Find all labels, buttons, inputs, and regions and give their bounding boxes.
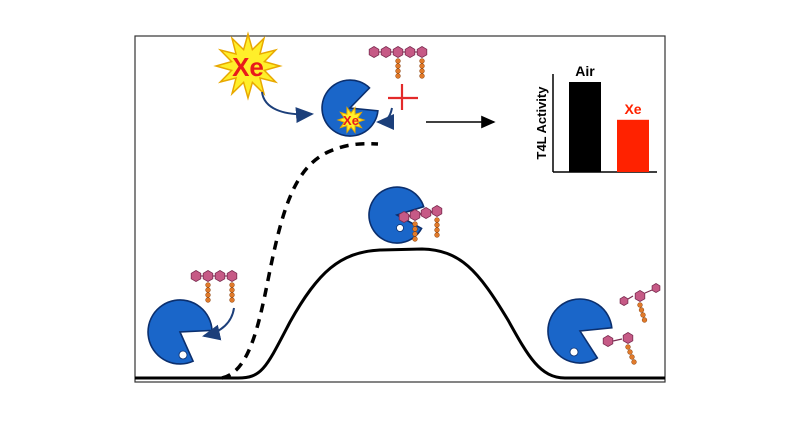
peptide-bead-icon <box>412 231 418 237</box>
sugar-hexagon-icon <box>634 290 646 302</box>
peptide-bead-icon <box>412 236 418 242</box>
energy-barrier-curve <box>237 247 665 380</box>
peptide-bead-icon <box>434 232 440 238</box>
transition-state-enzyme <box>368 186 425 244</box>
peptide-bead-icon <box>412 226 418 232</box>
sugar-hexagon-icon <box>404 46 416 58</box>
peptide-bead-icon <box>419 68 425 74</box>
peptide-bead-icon <box>229 287 235 293</box>
blocked-substrate-arrow <box>376 107 395 130</box>
peptide-bead-icon <box>229 282 235 288</box>
xe-bound-burst-icon <box>336 106 366 134</box>
peptide-bead-icon <box>205 282 211 288</box>
free-substrate <box>190 270 238 303</box>
peptide-bead-icon <box>395 63 401 69</box>
reactant-enzyme <box>147 299 213 365</box>
peptide-bead-icon <box>395 73 401 79</box>
chart-bar-xe <box>617 119 649 172</box>
enzyme-pacman-icon <box>321 79 379 137</box>
substrate-binding-arrow <box>202 307 235 341</box>
peptide-bead-icon <box>229 292 235 298</box>
peptide-bead-icon <box>229 297 235 303</box>
peptide-bead-icon <box>419 73 425 79</box>
peptide-bead-icon <box>434 217 440 223</box>
sugar-hexagon-icon <box>190 270 202 282</box>
enzyme-eye <box>178 350 188 360</box>
chart-bar-label-xe: Xe <box>624 101 641 117</box>
enzyme-pacman-icon <box>368 186 425 244</box>
sugar-hexagon-icon <box>380 46 392 58</box>
peptide-bead-icon <box>637 302 643 308</box>
peptide-bead-icon <box>629 354 635 360</box>
sugar-hexagon-icon <box>431 205 443 217</box>
peptide-bead-icon <box>395 68 401 74</box>
xe-bound-label: Xe <box>343 113 359 128</box>
peptide-bead-icon <box>641 317 648 323</box>
peptide-bead-icon <box>627 349 633 355</box>
xe-bound-enzyme: Xe <box>321 79 379 137</box>
peptide-bead-icon <box>625 344 631 350</box>
chart-bar-label-air: Air <box>575 63 595 79</box>
xe-burst-label: Xe <box>232 52 264 82</box>
sugar-hexagon-icon <box>409 209 421 221</box>
xe-binding-arrow <box>261 91 314 124</box>
peptide-bead-icon <box>412 221 418 227</box>
sugar-hexagon-icon <box>226 270 238 282</box>
dashed-barrier-curve <box>221 141 379 380</box>
peptide-bead-icon <box>434 227 440 233</box>
enzyme-pacman-icon <box>147 299 213 365</box>
sugar-hexagon-icon <box>416 46 428 58</box>
sugar-hexagon-icon <box>392 46 404 58</box>
peptide-bead-icon <box>640 312 646 318</box>
xenon-burst: Xe <box>213 31 283 101</box>
peptide-bead-icon <box>205 287 211 293</box>
enzyme-pacman-icon <box>547 298 613 364</box>
peptide-bead-icon <box>419 63 425 69</box>
sugar-hexagon-icon <box>619 296 629 306</box>
sugar-hexagon-icon <box>651 283 661 293</box>
chart-bar-air <box>569 82 601 172</box>
enzyme-eye <box>569 347 579 357</box>
sugar-hexagon-icon <box>202 270 214 282</box>
peptide-bead-icon <box>638 307 645 313</box>
product-enzyme <box>547 298 613 364</box>
peptide-bead-icon <box>419 58 425 64</box>
peptide-bead-icon <box>205 292 211 298</box>
sugar-hexagon-icon <box>420 207 432 219</box>
block-cross-icon <box>388 84 418 110</box>
sugar-hexagon-icon <box>398 211 410 223</box>
peptide-bead-icon <box>205 297 211 303</box>
enzyme-eye <box>396 224 404 232</box>
sugar-hexagon-icon <box>602 335 614 347</box>
blocked-substrate <box>368 46 428 79</box>
peptide-bead-icon <box>631 359 637 365</box>
product-fragment-sugar <box>619 283 661 323</box>
sugar-hexagon-icon <box>622 332 634 344</box>
sugar-hexagon-icon <box>368 46 380 58</box>
product-fragment-peptide <box>602 332 637 365</box>
chart-y-label: T4L Activity <box>534 86 549 160</box>
peptide-bead-icon <box>434 222 440 228</box>
xe-starburst-icon <box>213 31 283 101</box>
sugar-hexagon-icon <box>214 270 226 282</box>
bound-substrate <box>398 205 443 242</box>
peptide-bead-icon <box>395 58 401 64</box>
